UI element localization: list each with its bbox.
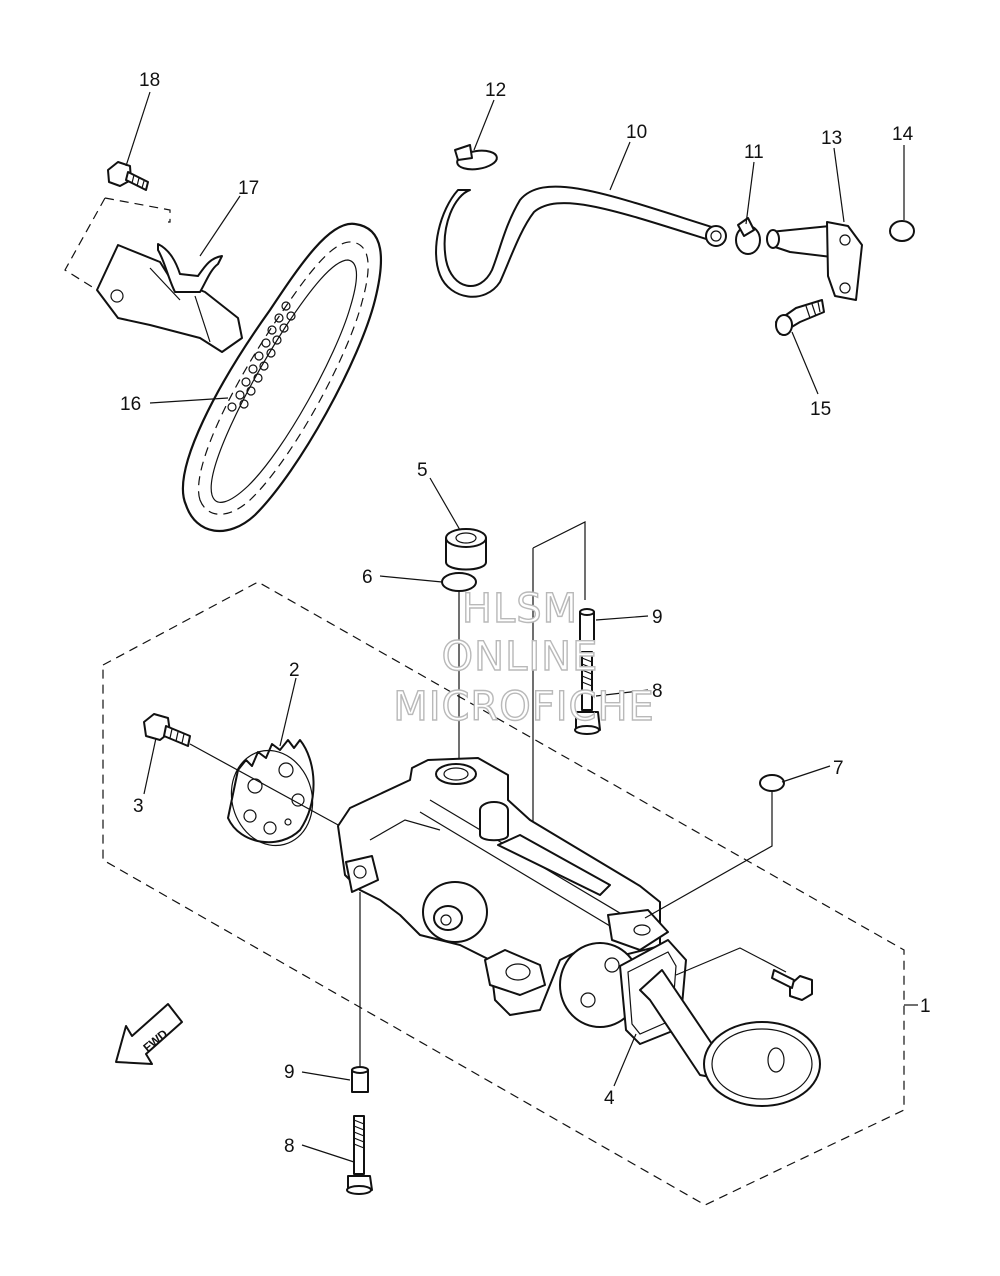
bolt-lower	[346, 1115, 373, 1195]
callout-9-lower: 9	[284, 1062, 295, 1083]
chain-guide	[96, 243, 243, 353]
callout-3: 3	[133, 796, 144, 817]
watermark: HLSM ONLINE MICROFICHE	[392, 585, 655, 730]
callout-17: 17	[238, 178, 259, 199]
timing-chain	[181, 222, 383, 533]
upper-bolt-axis	[532, 521, 586, 830]
callout-1: 1	[920, 996, 931, 1017]
callout-15: 15	[810, 399, 831, 420]
o-ring-7	[759, 774, 785, 792]
strainer-bolt-axis	[675, 947, 787, 976]
gear-bolt	[143, 713, 191, 747]
callout-12: 12	[485, 80, 506, 101]
callout-11: 11	[744, 142, 764, 163]
callout-8-upper: 8	[652, 681, 663, 702]
gear-axis	[189, 743, 341, 827]
callout-14: 14	[892, 124, 914, 145]
pump-gear	[227, 739, 315, 847]
watermark-line3: MICROFICHE	[393, 684, 655, 730]
dowel-pin-upper	[579, 608, 595, 643]
watermark-line1: HLSM	[462, 586, 578, 632]
hose-clamp-12	[454, 144, 498, 171]
callout-2: 2	[289, 660, 300, 681]
oil-strainer	[619, 939, 821, 1107]
callout-6: 6	[362, 567, 373, 588]
fwd-arrow-icon: FWD	[115, 1003, 183, 1065]
callout-16: 16	[120, 394, 141, 415]
pipe-o-ring	[889, 220, 915, 242]
leader-lines	[125, 91, 918, 1163]
callout-9-upper: 9	[652, 607, 663, 628]
callout-4: 4	[604, 1088, 615, 1109]
callout-13: 13	[821, 128, 842, 149]
chain-links	[227, 301, 296, 412]
strainer-bolt	[771, 969, 813, 1001]
oil-pipe	[766, 221, 863, 301]
callout-5: 5	[417, 460, 428, 481]
hose-clamp-11	[735, 217, 761, 255]
watermark-line2: ONLINE	[442, 634, 599, 680]
callout-10: 10	[626, 122, 647, 143]
oil-hose	[435, 185, 727, 298]
oil-pump-body	[337, 757, 669, 1028]
pipe-bolt	[775, 299, 825, 336]
callout-7: 7	[833, 758, 844, 779]
bolt-upper	[574, 651, 601, 735]
collar	[445, 528, 487, 571]
guide-bolt	[107, 161, 149, 191]
callout-labels: 18 17 16 12 10 11 13 14 15 5 6 9 8 2 3 7…	[120, 70, 931, 1157]
o-ring-7-axis	[644, 792, 773, 919]
guide-bolt-dashline	[64, 197, 171, 291]
callout-8-lower: 8	[284, 1136, 295, 1157]
callout-18: 18	[139, 70, 160, 91]
dowel-pin-lower	[351, 1066, 369, 1093]
